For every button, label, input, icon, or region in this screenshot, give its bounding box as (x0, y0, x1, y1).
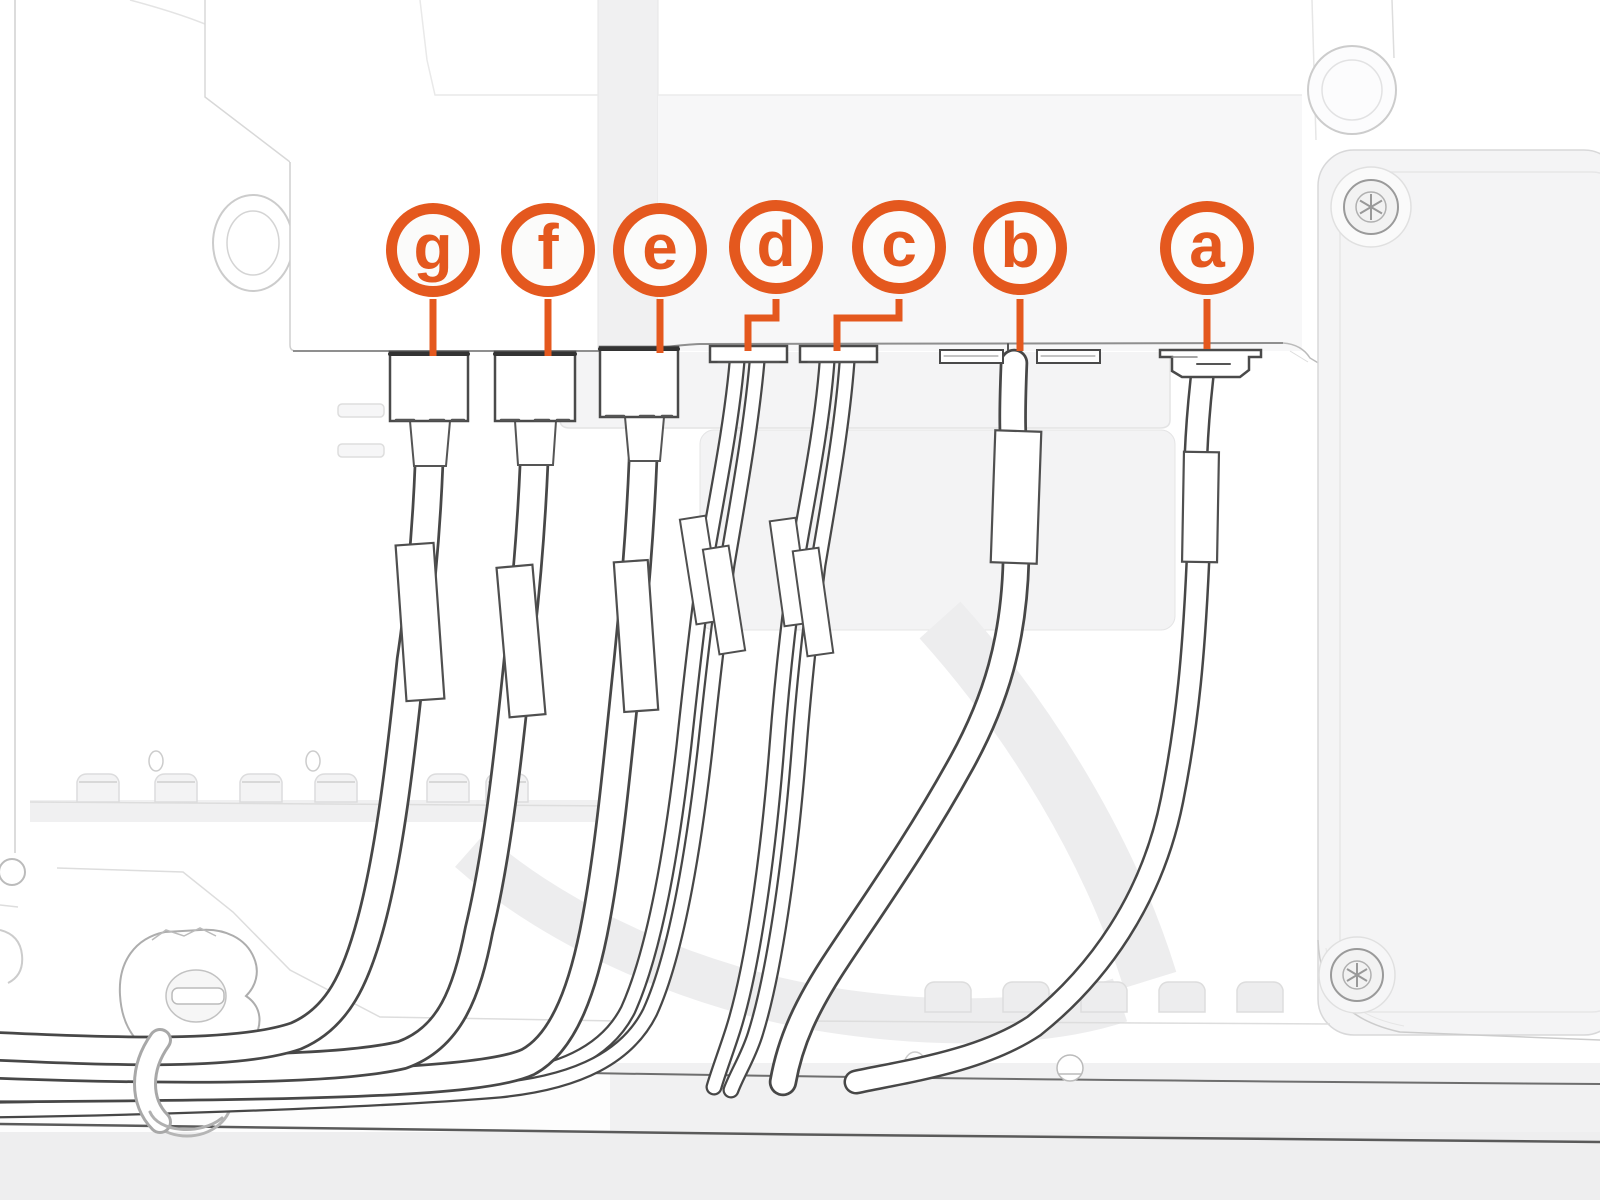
cable-g (0, 350, 470, 1067)
torx-screw-icon-top (1330, 166, 1412, 248)
callout-letter-d: d (756, 208, 796, 280)
callout-c: c (852, 200, 946, 294)
callout-letter-e: e (642, 211, 678, 283)
connector-f (493, 350, 577, 466)
right-panel (1307, 0, 1600, 1041)
cable-f (0, 350, 577, 1084)
callout-leader-c (833, 299, 903, 351)
callout-letter-c: c (881, 208, 917, 280)
cables (0, 343, 1263, 1134)
cable-clip-strap (133, 1028, 224, 1134)
callout-leader-d (744, 299, 780, 351)
callout-letter-b: b (1000, 209, 1040, 281)
torx-screw-icon-bottom (1318, 936, 1396, 1014)
callout-g: g (386, 203, 480, 297)
cable-b (768, 343, 1101, 1097)
callout-letter-f: f (537, 211, 559, 283)
left-panel (14, 0, 294, 853)
connector-e (598, 345, 680, 462)
connector-g (388, 350, 470, 467)
callout-e: e (613, 203, 707, 297)
callout-letter-g: g (413, 211, 453, 283)
cable-c (705, 344, 879, 1099)
callout-d: d (729, 200, 823, 294)
connector-a (1158, 348, 1263, 379)
callout-letter-a: a (1189, 209, 1225, 281)
callout-b: b (973, 201, 1067, 295)
callout-f: f (501, 203, 595, 297)
connector-b (939, 343, 1101, 364)
callout-leaders (429, 299, 1211, 356)
cable-e (0, 345, 680, 1104)
cable-a (843, 348, 1263, 1095)
callout-a: a (1160, 201, 1254, 295)
